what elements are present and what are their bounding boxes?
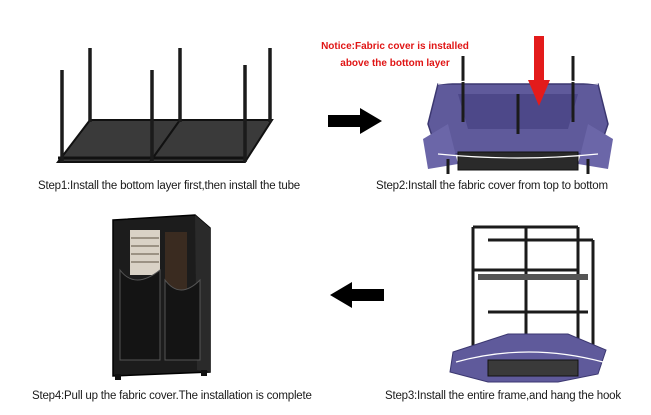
- down-arrow-icon: [528, 36, 550, 106]
- notice-text: Notice:Fabric cover is installed above t…: [305, 38, 485, 72]
- step4-illustration: [105, 210, 215, 382]
- step4-caption: Step4:Pull up the fabric cover.The insta…: [32, 390, 312, 402]
- notice-line-1: Notice:Fabric cover is installed: [321, 41, 469, 52]
- step2-illustration: [418, 34, 618, 179]
- step3-caption: Step3:Install the entire frame,and hang …: [385, 390, 621, 402]
- left-arrow-icon: [330, 282, 384, 308]
- notice-line-2: above the bottom layer: [340, 58, 450, 69]
- step1-illustration: [40, 40, 280, 170]
- step3-illustration: [448, 222, 608, 387]
- step2-caption: Step2:Install the fabric cover from top …: [376, 180, 608, 192]
- right-arrow-icon: [328, 108, 382, 134]
- step1-caption: Step1:Install the bottom layer first,the…: [38, 180, 300, 192]
